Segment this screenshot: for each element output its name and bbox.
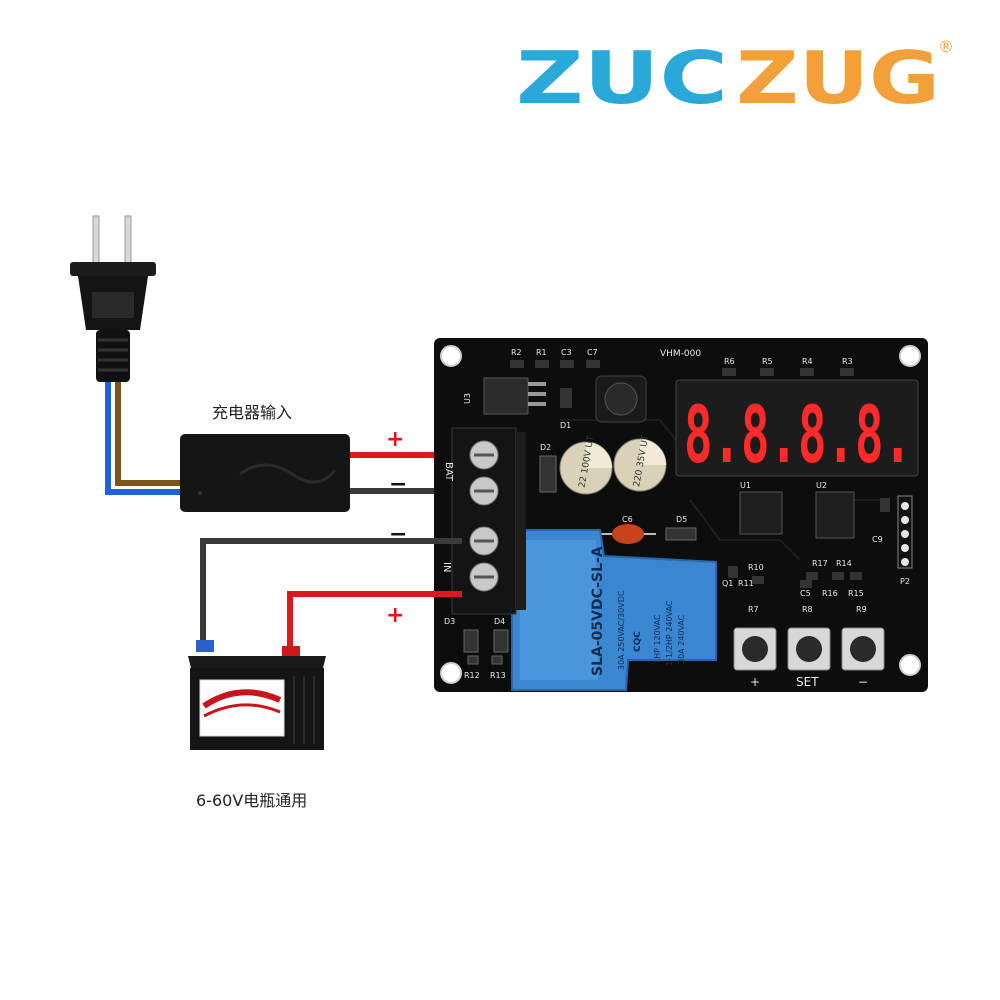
battery-icon — [188, 640, 326, 750]
relay-model: SLA-05VDC-SL-A — [590, 546, 606, 676]
charger-input-label: 充电器输入 — [212, 403, 292, 422]
relay-rating-3: 1-1/2HP 240VAC — [665, 600, 674, 666]
button-set-label: SET — [796, 675, 819, 689]
controller-board: VHM-000 R2 R1 C3 C7 R6 R5 R4 R3 U3 — [434, 338, 928, 692]
ref-r2: R2 — [511, 348, 522, 357]
button-minus — [841, 627, 885, 671]
ref-r17: R17 — [812, 559, 828, 568]
ref-r8: R8 — [802, 605, 813, 614]
screw-terminal-block — [451, 427, 526, 615]
charger-minus-sign: − — [389, 472, 407, 497]
ref-r10: R10 — [748, 563, 764, 572]
relay-rating-1: 30A 250VAC/30VDC — [617, 590, 626, 670]
relay-rating-4: 30A 240VAC — [677, 614, 686, 664]
mounting-holes — [440, 345, 921, 684]
battery-plus-sign: + — [386, 603, 404, 628]
pin-header-p2 — [897, 495, 913, 569]
ref-r12: R12 — [464, 671, 480, 680]
ref-r4: R4 — [802, 357, 813, 366]
terminal-in-label: IN — [441, 562, 452, 572]
battery-wires — [200, 538, 462, 654]
wall-plug-icon — [70, 215, 156, 382]
ref-d1: D1 — [560, 421, 571, 430]
ref-u1: U1 — [740, 481, 751, 490]
relay — [511, 529, 717, 691]
ref-r1: R1 — [536, 348, 547, 357]
battery-minus-sign: − — [389, 522, 407, 547]
ref-u3: U3 — [463, 393, 472, 404]
ref-r11: R11 — [738, 579, 754, 588]
brand-logo: ZUC ZUG ® — [516, 36, 954, 120]
ref-r14: R14 — [836, 559, 852, 568]
ref-p2: P2 — [900, 577, 910, 586]
logo-part-zuc: ZUC — [516, 36, 728, 120]
inductor — [595, 375, 647, 423]
top-smd-parts — [510, 360, 854, 376]
ic-u1 — [739, 491, 783, 535]
battery-compat-label: 6-60V电瓶通用 — [196, 791, 307, 810]
ref-q1: Q1 — [722, 579, 733, 588]
ref-c7: C7 — [587, 348, 598, 357]
ref-d4: D4 — [494, 617, 505, 626]
ref-r9: R9 — [856, 605, 867, 614]
relay-cert: CQC — [633, 631, 643, 652]
board-model: VHM-000 — [660, 349, 701, 359]
ref-c3: C3 — [561, 348, 572, 357]
ac-cable — [105, 382, 180, 495]
ic-u2 — [815, 491, 855, 539]
logo-part-zug: ZUG — [736, 36, 940, 120]
regulator-u3 — [483, 377, 546, 415]
charger-adapter — [180, 434, 350, 512]
seven-segment-display: 8.8.8.8. — [675, 379, 919, 481]
ref-r15: R15 — [848, 589, 864, 598]
ceramic-capacitor-c6 — [600, 524, 656, 544]
ref-r3: R3 — [842, 357, 853, 366]
relay-rating-2: 1HP 120VAC — [653, 614, 662, 664]
electrolytic-capacitor-2 — [613, 438, 667, 492]
button-plus — [733, 627, 777, 671]
ref-u2: U2 — [816, 481, 827, 490]
terminal-bat-label: BAT — [443, 462, 454, 482]
button-plus-label: + — [750, 675, 760, 689]
electrolytic-capacitor-1 — [559, 441, 613, 495]
button-set — [787, 627, 831, 671]
ref-r5: R5 — [762, 357, 773, 366]
charger-plus-sign: + — [386, 427, 404, 452]
ref-c9: C9 — [872, 535, 883, 544]
button-minus-label: − — [858, 675, 868, 689]
logo-registered-mark: ® — [938, 37, 954, 56]
ref-c5: C5 — [800, 589, 811, 598]
ref-r16: R16 — [822, 589, 838, 598]
ref-r6: R6 — [724, 357, 735, 366]
ref-d3: D3 — [444, 617, 455, 626]
display-readout: 8.8.8.8. — [684, 391, 912, 481]
ref-r7: R7 — [748, 605, 759, 614]
ref-r13: R13 — [490, 671, 506, 680]
ref-c6: C6 — [622, 515, 633, 524]
ref-d5: D5 — [676, 515, 687, 524]
ref-d2: D2 — [540, 443, 551, 452]
